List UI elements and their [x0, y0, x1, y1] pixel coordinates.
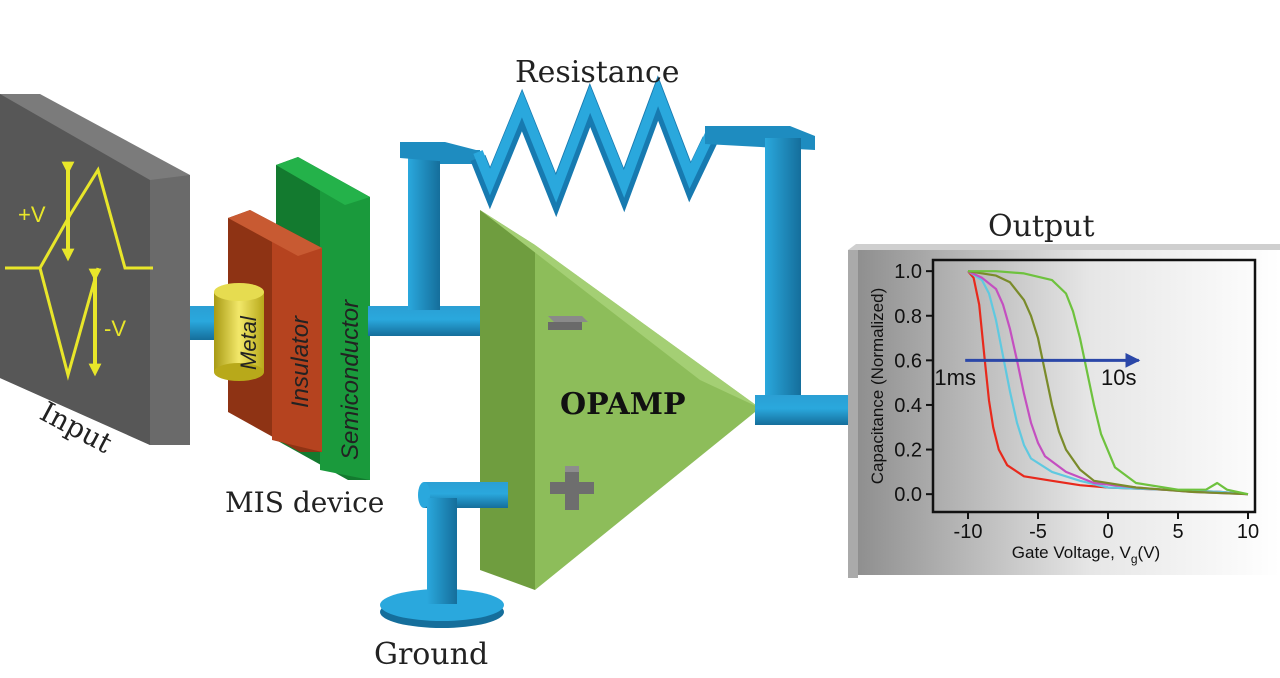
- semiconductor-layer: [320, 182, 370, 480]
- y-tick-label: 0.0: [894, 484, 922, 506]
- feedback-right-riser: [765, 138, 801, 400]
- feedback-left-riser: [408, 150, 440, 310]
- x-tick-label: -10: [954, 521, 983, 543]
- plus-v-label: +V: [18, 202, 46, 227]
- resistance-label: Resistance: [515, 55, 680, 90]
- insulator-layer: [272, 232, 322, 452]
- output-panel: [848, 244, 1280, 578]
- y-tick-label: 0.8: [894, 306, 922, 328]
- mis-device-label: MIS device: [225, 486, 384, 519]
- y-tick-label: 0.4: [894, 395, 922, 417]
- minus-terminal: [548, 316, 588, 330]
- y-axis-label: Capacitance (Normalized): [868, 288, 887, 485]
- insulator-label: Insulator: [287, 315, 314, 408]
- ground-label: Ground: [374, 637, 488, 672]
- opamp-label: OPAMP: [560, 387, 686, 422]
- x-tick-label: 10: [1237, 521, 1259, 543]
- y-tick-label: 0.6: [894, 350, 922, 372]
- input-signal-waveform: [5, 166, 153, 381]
- mis-device: Metal Insulator Semiconductor: [214, 157, 370, 480]
- x-tick-label: 5: [1172, 521, 1183, 543]
- x-tick-label: -5: [1029, 521, 1047, 543]
- series-line-5: [968, 270, 1249, 496]
- metal-layer: [214, 283, 264, 381]
- opamp-output-pipe: [755, 395, 855, 425]
- y-tick-label: 1.0: [894, 261, 922, 283]
- x-axis-label: Gate Voltage, Vg(V): [1012, 543, 1160, 566]
- minus-v-label: -V: [104, 316, 126, 341]
- input-panel: +V -V: [0, 94, 190, 445]
- semiconductor-label: Semiconductor: [337, 299, 364, 460]
- start-annotation: 1ms: [934, 365, 976, 390]
- ground-symbol: [380, 482, 508, 628]
- resistor: [470, 75, 718, 218]
- series-line-4: [967, 270, 1249, 496]
- x-tick-label: 0: [1102, 521, 1113, 543]
- metal-label: Metal: [236, 315, 261, 370]
- y-tick-label: 0.2: [894, 440, 922, 462]
- plus-terminal: [550, 466, 594, 510]
- plot-frame: [931, 258, 1257, 514]
- output-label: Output: [988, 209, 1095, 244]
- opamp: OPAMP: [480, 210, 760, 590]
- end-annotation: 10s: [1101, 365, 1136, 390]
